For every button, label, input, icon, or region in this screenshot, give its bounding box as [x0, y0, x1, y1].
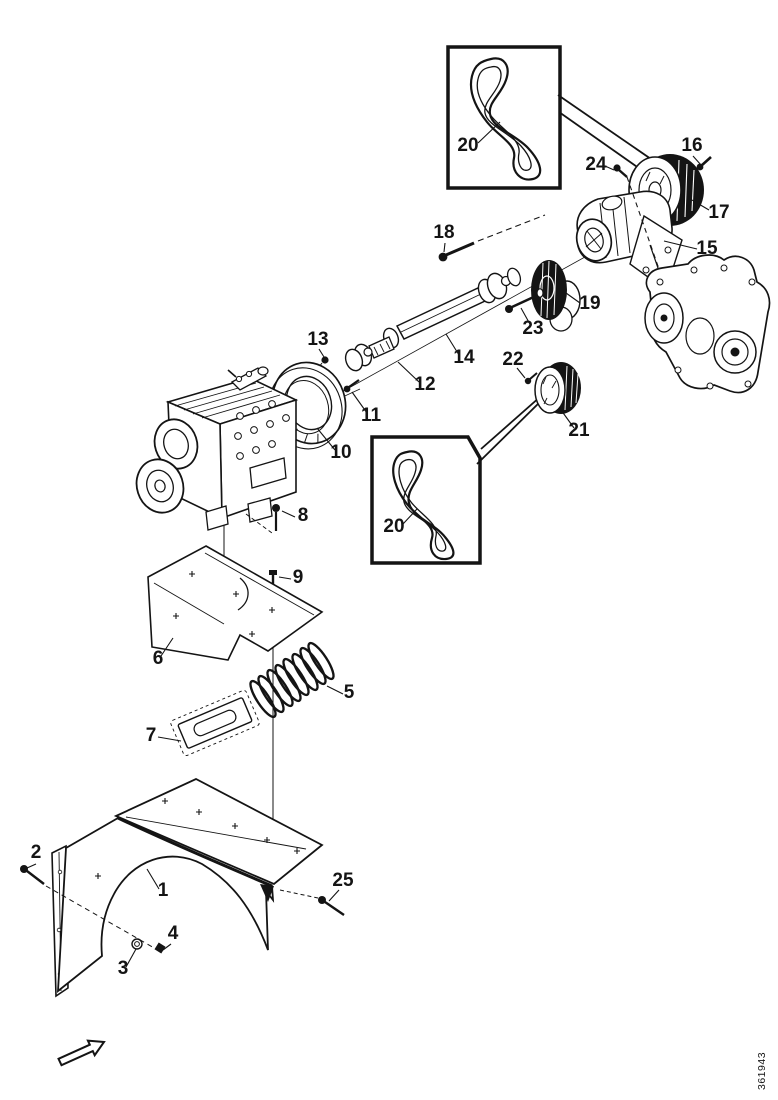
fender-guard-1	[51, 777, 324, 998]
compressor-bolt-heads	[234, 400, 290, 460]
callout-6: 6	[153, 648, 164, 669]
bolt-24	[613, 164, 669, 296]
inset-pointer-lines-top	[557, 94, 665, 177]
callout-4: 4	[168, 923, 179, 944]
compressor-feet	[205, 497, 273, 531]
bolt-11	[343, 379, 360, 393]
bolt-16	[696, 156, 712, 171]
bolt-8	[245, 504, 280, 534]
u-joint-lower-12	[344, 327, 400, 372]
fender-roof	[113, 777, 324, 886]
bolt-25	[279, 889, 345, 916]
fender-rivet-marks	[95, 798, 300, 879]
figure-number: 361943	[756, 1052, 768, 1090]
belt-inset-bottom	[370, 388, 550, 565]
leader-lines	[26, 121, 710, 968]
gearbox-bolts	[656, 264, 756, 390]
tensioner-pulley-19	[531, 260, 581, 332]
callout-7: 7	[146, 725, 157, 746]
callout-25: 25	[332, 870, 354, 891]
callout-16: 16	[681, 135, 702, 156]
callout-labels: 20 16 17 24 15 18 19 23 14 12 11 13 10 2…	[31, 135, 730, 979]
callout-3: 3	[118, 958, 129, 979]
compressor-top-fittings	[227, 366, 269, 391]
slotted-bracket-7	[170, 689, 260, 757]
callout-22: 22	[502, 349, 523, 370]
pump-face-cross	[585, 230, 603, 250]
inset-box-bottom	[370, 435, 482, 565]
callout-14: 14	[453, 347, 475, 368]
bolt-23	[505, 288, 544, 313]
callout-2: 2	[31, 842, 42, 863]
u-joint-upper	[477, 267, 522, 304]
callout-19: 19	[579, 293, 600, 314]
pulley-21	[534, 362, 581, 414]
bolt-2	[20, 865, 157, 950]
callout-20-top: 20	[457, 135, 478, 156]
compressor	[135, 366, 299, 531]
callout-9: 9	[293, 567, 304, 588]
callout-1: 1	[158, 880, 169, 901]
belt-inset-top	[446, 45, 665, 190]
direction-arrow-icon	[57, 1039, 106, 1067]
drive-belt-bottom	[392, 450, 455, 561]
callout-21: 21	[568, 420, 590, 441]
spring-5	[249, 641, 335, 719]
callout-11: 11	[361, 405, 382, 426]
callout-24: 24	[585, 154, 607, 175]
driveshaft-14	[344, 267, 522, 372]
callout-13: 13	[307, 329, 328, 350]
mount-plate-6	[147, 545, 324, 661]
callout-17: 17	[708, 202, 729, 223]
callout-5: 5	[344, 682, 355, 703]
callout-10: 10	[330, 442, 351, 463]
drive-belt-top	[469, 57, 542, 181]
bolt-22	[524, 372, 538, 385]
callout-20-bottom: 20	[383, 516, 404, 537]
gearbox-housing	[644, 254, 771, 394]
plate-drill-marks	[173, 571, 275, 637]
callout-23: 23	[522, 318, 543, 339]
callout-18: 18	[433, 222, 454, 243]
pulley-21-ribs	[564, 365, 579, 411]
callout-15: 15	[696, 238, 718, 259]
pulley-21-spokes	[542, 376, 557, 405]
nut-3	[131, 938, 143, 950]
inset-box-top	[446, 45, 562, 190]
callout-8: 8	[298, 505, 309, 526]
bolt-18	[438, 214, 546, 262]
callout-12: 12	[414, 374, 435, 395]
compressor-port-plate	[249, 457, 287, 489]
washer-4	[154, 942, 166, 954]
